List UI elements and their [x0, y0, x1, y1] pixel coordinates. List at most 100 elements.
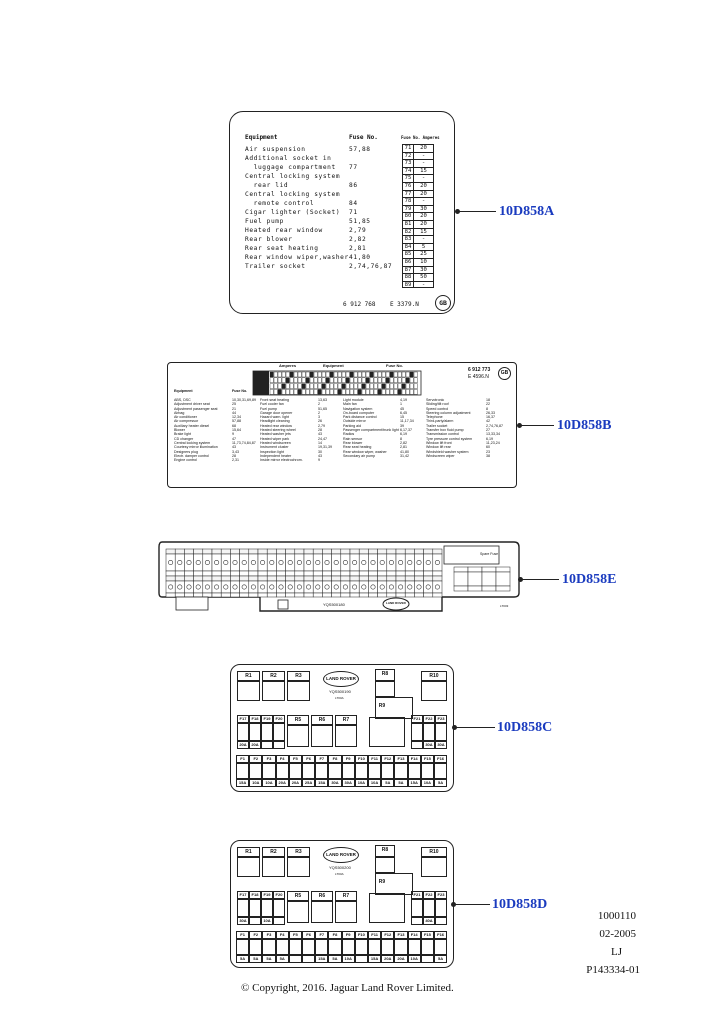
- fuse-cell: [220, 575, 231, 582]
- grid-cell: [269, 383, 274, 389]
- grid-cell: [269, 371, 274, 378]
- grid-cell: [293, 383, 298, 389]
- grid-cell: [325, 377, 330, 384]
- fuse-cell: [239, 592, 250, 598]
- grid-cell: [389, 389, 394, 395]
- fuse-cell: [414, 575, 424, 582]
- fuse-symbol-cell: [420, 763, 434, 779]
- grid-cell: [405, 377, 410, 384]
- relay-cell: [495, 566, 511, 573]
- equipment-header: Equipment: [245, 134, 278, 141]
- fuse-label-cell: [302, 931, 316, 939]
- fuse-cell: [423, 580, 434, 594]
- fuse-cell: [294, 570, 305, 577]
- fuse-label-cell: [261, 715, 273, 723]
- fuse-cell: [165, 592, 176, 598]
- fuse-cell: [368, 575, 378, 582]
- fuse-amp: 20A: [291, 780, 300, 785]
- fuse-cell: [257, 553, 268, 572]
- fuse-cell: [266, 575, 277, 582]
- grid-cell: [301, 383, 306, 389]
- fuse-number: 51,85: [349, 218, 371, 225]
- fuse-cell: [276, 580, 286, 594]
- grid-cell: [361, 383, 366, 389]
- grid-cell: [349, 371, 354, 378]
- fuse-amp-cell: [328, 779, 342, 787]
- fuse-label: F15: [423, 756, 431, 761]
- relay-label: R1: [245, 673, 252, 679]
- equipment-item: Trailer socket: [245, 263, 306, 270]
- grid-cell: [329, 383, 334, 389]
- fuse-amp-cell: [354, 955, 368, 963]
- grid-cell: [357, 371, 362, 378]
- fuse-cell: [276, 570, 286, 577]
- fuse-cell: [404, 580, 415, 594]
- equipment-item: luggage compartment: [245, 164, 336, 171]
- fuse-cell: [230, 553, 240, 572]
- fuse-cell: [322, 575, 332, 582]
- fuse-cell: [404, 592, 415, 598]
- fuse-symbol-cell: [411, 899, 423, 917]
- fuse-label: F14: [410, 756, 418, 761]
- fuse-cell: [404, 570, 415, 577]
- fuse-amp: 20A: [239, 742, 247, 747]
- fuse-cell: [386, 548, 397, 555]
- grid-cell: [277, 389, 282, 395]
- grid-cell: [285, 389, 290, 395]
- fuse-cell: [165, 580, 176, 594]
- relay-symbol-cell: [335, 901, 357, 923]
- fuse-label: F6: [306, 932, 311, 937]
- fuse-cell: [358, 575, 369, 582]
- fuse-symbol-icon: [361, 584, 367, 590]
- fuse-amp: 5A: [438, 780, 444, 785]
- info-book-icon: [369, 717, 405, 747]
- fuse-label-cell: [354, 931, 368, 939]
- fuse-cell: [349, 553, 360, 572]
- callout-label-d: 10D858D: [492, 897, 548, 912]
- fuse-cell: [331, 548, 342, 555]
- fuse-cell: [432, 575, 443, 582]
- fuse-cell: [377, 575, 388, 582]
- fuse-symbol-icon: [278, 584, 284, 590]
- fuse-cell: [211, 580, 222, 594]
- relay-label-cell: [335, 891, 357, 901]
- fuse-amp-cell: [273, 917, 285, 925]
- grid-cell: [313, 377, 318, 384]
- fuse-cell: [312, 580, 323, 594]
- grid-cell: [365, 377, 370, 384]
- fuse-symbol-icon: [287, 584, 293, 590]
- fuse-label: F19: [263, 892, 271, 897]
- fuse-cell: [432, 592, 443, 598]
- fuse-cell: [368, 580, 378, 594]
- fuse-amp: 5A: [385, 780, 391, 785]
- fuse-cell: [331, 553, 342, 572]
- fuse-cell: [303, 548, 314, 555]
- fuse-symbol-cell: [262, 763, 276, 779]
- fuse-cell: [377, 592, 388, 598]
- relay-symbol-cell: [287, 901, 309, 923]
- fuse-symbol-icon: [177, 559, 183, 565]
- fuse-amp-cell: [302, 955, 316, 963]
- fuse-cell: [331, 570, 342, 577]
- fuse-amp-cell: [261, 917, 273, 925]
- fuse-cell: [368, 553, 378, 572]
- grid-cell: [321, 371, 326, 378]
- fuse-cell: [165, 553, 176, 572]
- fuse-symbol-cell: [249, 899, 261, 917]
- relay-cell: [453, 566, 469, 573]
- fuse-label: F8: [332, 932, 338, 937]
- callout-line-e: [521, 579, 559, 581]
- grid-cell: [285, 377, 290, 384]
- fuse-symbol-icon: [195, 584, 201, 590]
- grid-cell: [297, 389, 302, 395]
- fuse-amp-cell: [407, 779, 421, 787]
- fuse-symbol-icon: [333, 559, 339, 565]
- fuse-symbol-icon: [398, 559, 404, 565]
- fuse-cell: [322, 580, 332, 594]
- grid-cell: [349, 389, 354, 395]
- fuse-symbol-icon: [306, 559, 312, 565]
- fuse-cell: [193, 592, 204, 598]
- fuse-cell: [331, 575, 342, 582]
